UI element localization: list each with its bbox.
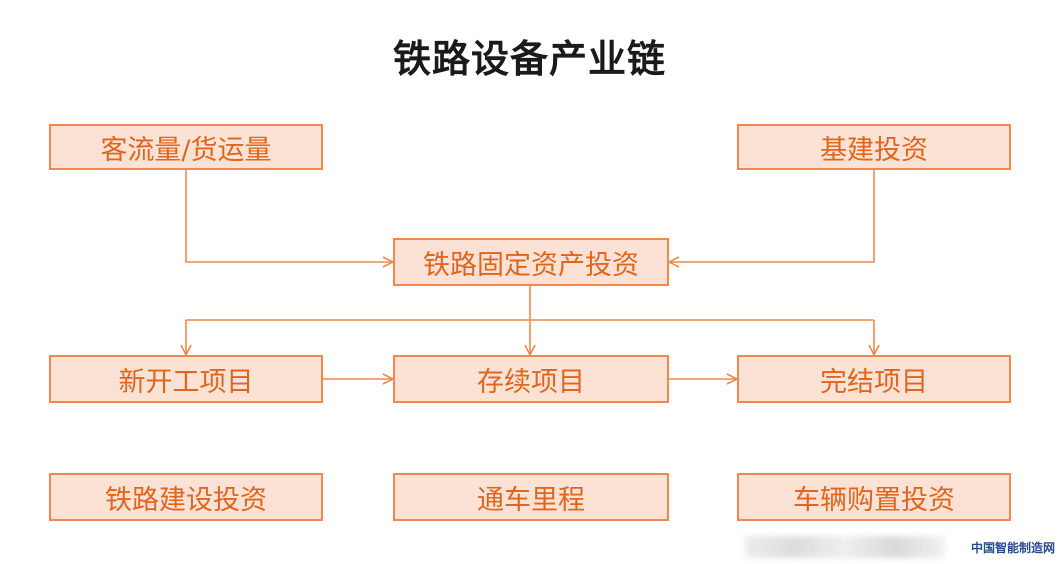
blurred-footer-text — [745, 536, 945, 558]
node-railway-construction-investment: 铁路建设投资 — [49, 473, 323, 521]
node-ongoing-projects: 存续项目 — [393, 355, 669, 403]
page-title: 铁路设备产业链 — [392, 37, 666, 81]
watermark: 中国智能制造网 — [970, 541, 1055, 555]
node-vehicle-purchase-investment: 车辆购置投资 — [737, 473, 1011, 521]
node-infrastructure-investment: 基建投资 — [737, 124, 1011, 170]
node-completed-projects: 完结项目 — [737, 355, 1011, 403]
node-new-projects: 新开工项目 — [49, 355, 323, 403]
node-operating-mileage: 通车里程 — [393, 473, 669, 521]
arrow-infrastructure-to-fixed-asset — [669, 170, 875, 262]
node-fixed-asset-investment: 铁路固定资产投资 — [393, 238, 669, 286]
arrow-demand-to-fixed-asset — [185, 170, 393, 262]
node-passenger-freight: 客流量/货运量 — [49, 124, 323, 170]
